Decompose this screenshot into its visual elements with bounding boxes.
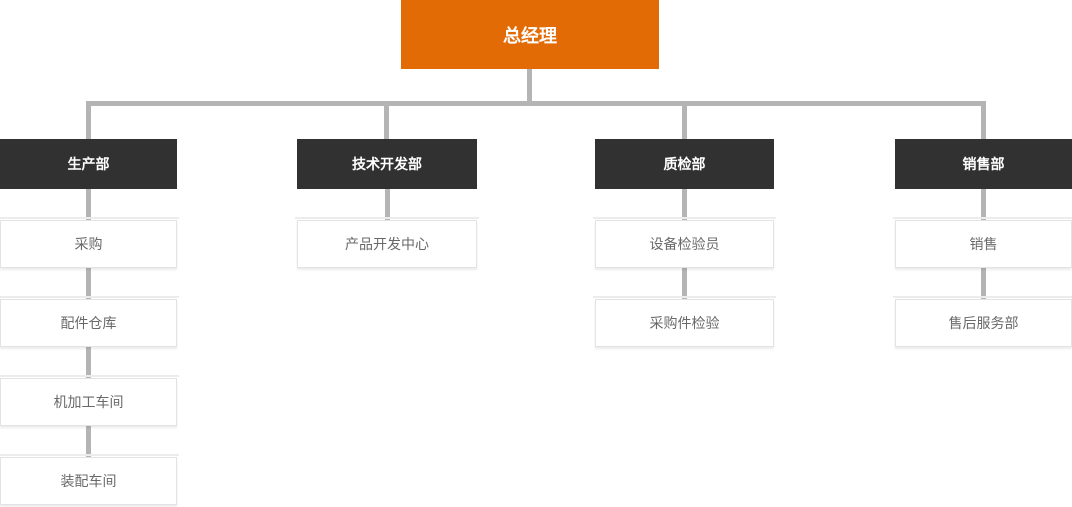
connector-vertical — [384, 189, 390, 220]
connector-vertical — [86, 426, 91, 457]
node-machining-workshop: 机加工车间 — [0, 375, 179, 426]
node-parts-warehouse: 配件仓库 — [0, 296, 179, 347]
node-tech-development-dept-label: 技术开发部 — [352, 157, 422, 173]
column-quality-inspection: 质检部 设备检验员 采购件检验 — [593, 139, 776, 347]
node-product-development-center: 产品开发中心 — [295, 217, 479, 268]
node-after-sales-service: 售后服务部 — [893, 296, 1072, 347]
connector-vertical — [86, 347, 91, 378]
node-assembly-workshop: 装配车间 — [0, 454, 179, 505]
node-production-dept-label: 生产部 — [67, 157, 110, 173]
node-product-development-center-label: 产品开发中心 — [345, 237, 429, 253]
connector-horizontal-rail — [86, 101, 986, 106]
node-quality-inspection-dept-label: 质检部 — [663, 157, 706, 173]
node-purchasing: 采购 — [0, 217, 179, 268]
node-general-manager-label: 总经理 — [503, 25, 557, 47]
node-assembly-workshop-label: 装配车间 — [60, 474, 117, 490]
connector-vertical — [86, 189, 91, 220]
column-production: 生产部 采购 配件仓库 机加工车间 装配车间 — [0, 139, 179, 505]
connector-root-stem — [527, 69, 532, 106]
column-sales: 销售部 销售 售后服务部 — [893, 139, 1072, 347]
node-purchasing-label: 采购 — [74, 237, 103, 253]
node-sales-label: 销售 — [969, 237, 998, 253]
node-parts-warehouse-label: 配件仓库 — [60, 316, 117, 332]
connector-vertical — [682, 189, 687, 220]
connector-stub-tech-development — [384, 106, 389, 139]
node-general-manager: 总经理 — [401, 0, 659, 69]
connector-vertical — [682, 268, 687, 299]
node-equipment-inspector-label: 设备检验员 — [649, 237, 720, 253]
node-machining-workshop-label: 机加工车间 — [53, 395, 124, 411]
column-tech-development: 技术开发部 产品开发中心 — [295, 139, 479, 268]
connector-stub-quality-inspection — [682, 106, 687, 139]
connector-vertical — [86, 268, 91, 299]
node-tech-development-dept: 技术开发部 — [297, 139, 477, 189]
node-purchased-parts-inspection: 采购件检验 — [593, 296, 776, 347]
node-sales-dept-label: 销售部 — [962, 157, 1005, 173]
connector-vertical — [981, 189, 986, 220]
connector-stub-sales — [981, 106, 986, 139]
node-equipment-inspector: 设备检验员 — [593, 217, 776, 268]
node-after-sales-service-label: 售后服务部 — [948, 316, 1019, 332]
node-purchased-parts-inspection-label: 采购件检验 — [649, 316, 720, 332]
node-quality-inspection-dept: 质检部 — [595, 139, 774, 189]
node-production-dept: 生产部 — [0, 139, 177, 189]
node-sales: 销售 — [893, 217, 1072, 268]
connector-vertical — [981, 268, 986, 299]
connector-stub-production — [86, 106, 91, 139]
node-sales-dept: 销售部 — [895, 139, 1072, 189]
